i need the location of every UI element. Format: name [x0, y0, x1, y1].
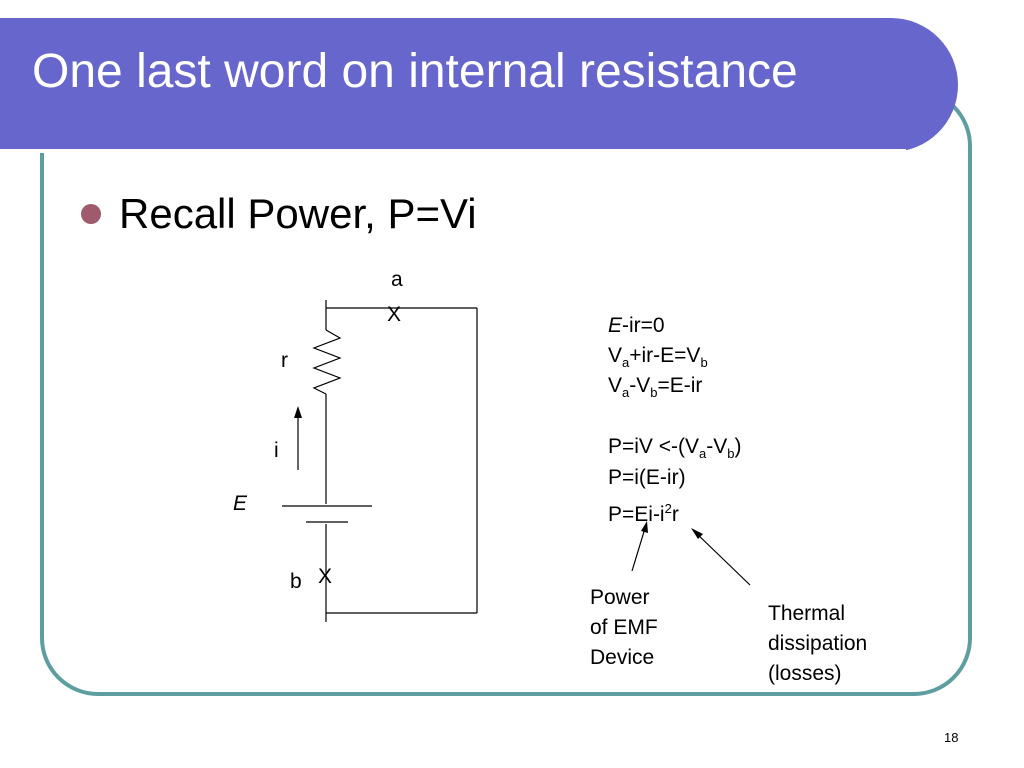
page-number: 18	[944, 730, 959, 745]
arrow-thermal	[693, 530, 751, 586]
bullet-dot	[81, 204, 101, 224]
equation-loop-rule: E-ir=0	[608, 314, 665, 337]
arrowhead-emf-power	[641, 521, 648, 533]
title-bar	[0, 18, 958, 153]
resistor-label: r	[281, 349, 288, 372]
current-label: i	[274, 439, 279, 462]
equation-terminal-voltage: Va-Vb=E-ir	[608, 374, 703, 401]
node-a-label: a	[391, 268, 403, 291]
current-arrowhead	[294, 406, 302, 418]
equation-power-definition: P=iV <-(Va-Vb)	[608, 435, 742, 462]
equation-power-expanded: P=Ei-i2r	[608, 501, 679, 526]
node-b-marker: X	[318, 565, 333, 588]
slide-title: One last word on internal resistance	[32, 45, 798, 98]
annotation-power-emf: Power of EMF Device	[590, 586, 658, 669]
equation-potential-walk: Va+ir-E=Vb	[608, 344, 708, 371]
bullet-text: Recall Power, P=Vi	[119, 190, 477, 237]
internal-resistor	[312, 329, 342, 395]
slide-frame	[40, 88, 972, 696]
node-a-marker: X	[387, 303, 402, 326]
emf-label: E	[233, 492, 248, 515]
arrow-emf-power	[631, 524, 647, 572]
arrowhead-thermal	[691, 528, 703, 539]
title-underline	[0, 149, 906, 153]
equation-power-substituted: P=i(E-ir)	[608, 466, 686, 489]
annotation-thermal: Thermal dissipation (losses)	[768, 602, 868, 685]
node-b-label: b	[290, 570, 302, 593]
